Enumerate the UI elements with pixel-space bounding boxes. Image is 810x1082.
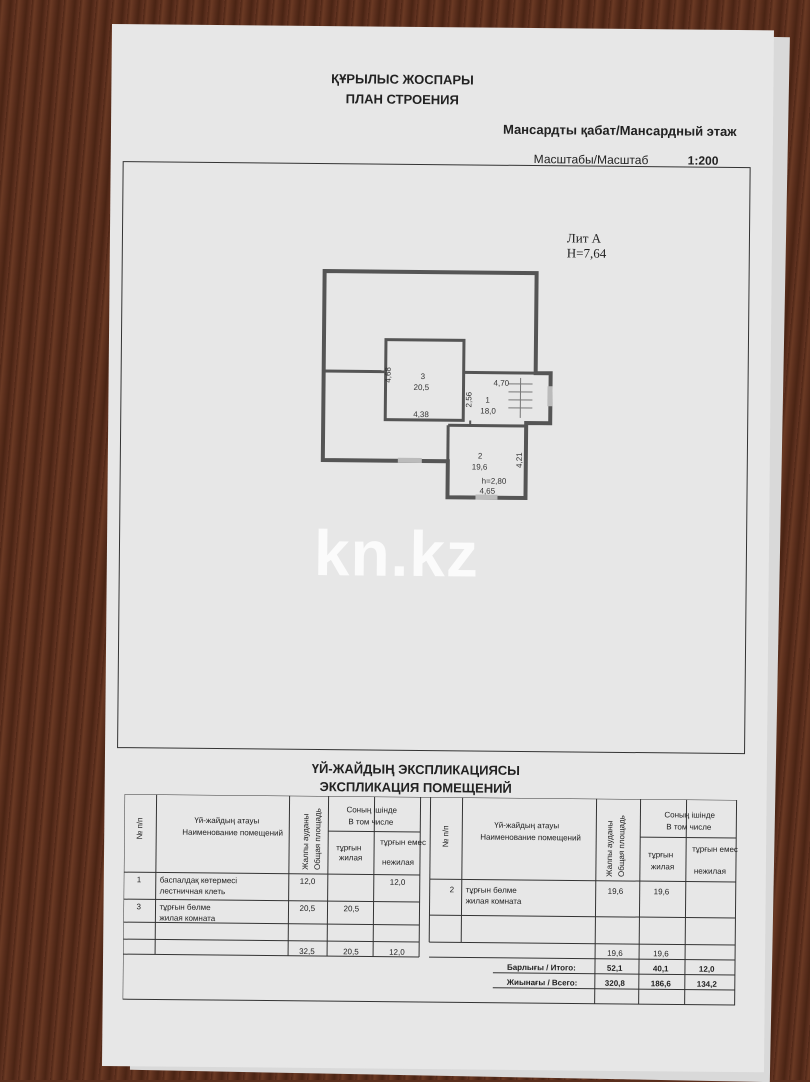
window-1 (398, 458, 422, 463)
floor-plan: 3 20,5 1 18,0 2 19,6 4,68 4,38 2,56 4,70… (307, 266, 559, 513)
floor-label: Мансардты қабат/Мансардный этаж (503, 122, 737, 139)
hdr-name-kz-right: Үй-жайдың атауы (494, 821, 559, 831)
row3-name-kz: тұрғын бөлме (159, 902, 211, 911)
hdr-no-right: № п/п (441, 825, 450, 847)
room-3-area: 20,5 (413, 383, 429, 392)
right-sum-living: 19,6 (653, 949, 669, 958)
row3-total: 20,5 (299, 904, 315, 913)
hdr-nonliving-ru-right: нежилая (694, 867, 726, 876)
left-sum-nonliving: 12,0 (389, 948, 405, 957)
hdr-living-ru-right: жилая (651, 862, 674, 871)
row1-total: 12,0 (300, 877, 316, 886)
hdr-nonliving-kz-right: тұрғын емес (692, 845, 738, 854)
room-2-height: h=2,80 (482, 477, 507, 486)
left-sum-total: 32,5 (299, 947, 315, 956)
itogo-nonliving: 12,0 (699, 965, 715, 974)
room-1-number: 1 (485, 396, 490, 405)
row1-name-kz: баспалдақ көтермесі (160, 875, 238, 885)
hdr-living-ru-left: жилая (339, 853, 362, 862)
hdr-living-kz-right: тұрғын (648, 850, 673, 859)
attic-partition (324, 371, 386, 372)
vsego-label: Жиынағы / Всего: (506, 978, 578, 988)
room-2-top-wall (448, 425, 526, 426)
row2-living: 19,6 (654, 887, 670, 896)
hdr-nonliving-kz-left: тұрғын емес (380, 838, 426, 847)
vsego-total: 320,8 (605, 979, 626, 988)
hdr-no-left: № п/п (135, 818, 144, 840)
dim-4-65: 4,65 (479, 487, 495, 496)
hdr-name-ru-right: Наименование помещений (480, 833, 581, 843)
room-3-number: 3 (421, 372, 426, 381)
hdr-incl-kz-left: Соның ішінде (346, 805, 397, 814)
left-sum-living: 20,5 (343, 947, 359, 956)
right-sum-total: 19,6 (607, 949, 623, 958)
hdr-incl-kz-right: Соның ішінде (664, 810, 715, 819)
explication-table: № п/п Үй-жайдың атауы Наименование помещ… (122, 794, 744, 1025)
room-2-area: 19,6 (472, 462, 488, 471)
itogo-total: 52,1 (607, 964, 623, 973)
itogo-living: 40,1 (653, 964, 669, 973)
hdr-nonliving-ru-left: нежилая (382, 858, 414, 867)
hdr-total-ru-left: Общая площадь (313, 808, 323, 870)
title-ru: ПЛАН СТРОЕНИЯ (71, 89, 733, 110)
row1-no: 1 (137, 875, 142, 884)
hdr-total-kz-right: Жалпы ауданы (605, 820, 615, 877)
explication-table-grid: № п/п Үй-жайдың атауы Наименование помещ… (122, 794, 744, 1020)
row3-no: 3 (136, 902, 141, 911)
hdr-total-ru-right: Общая площадь (617, 815, 627, 877)
row3-name-ru: жилая комната (159, 913, 215, 923)
itogo-label: Барлығы / Итого: (507, 963, 576, 973)
dim-4-68: 4,68 (384, 367, 393, 383)
row2-total: 19,6 (608, 887, 624, 896)
dim-4-21: 4,21 (515, 452, 524, 468)
dim-2-56: 2,56 (464, 391, 473, 407)
hdr-incl-ru-left: В том числе (348, 817, 394, 826)
hdr-living-kz-left: тұрғын (336, 843, 361, 852)
hdr-total-kz-left: Жалпы ауданы (301, 813, 311, 870)
lit-label: Лит А H=7,64 (567, 230, 607, 260)
window-3 (547, 386, 552, 406)
row2-name-kz: тұрғын бөлме (466, 885, 518, 894)
lit-height: H=7,64 (567, 245, 607, 260)
staircase (508, 378, 532, 418)
vsego-living: 186,6 (651, 979, 672, 988)
row1-nonliving: 12,0 (390, 878, 406, 887)
title-kz: ҚҰРЫЛЫС ЖОСПАРЫ (71, 69, 733, 90)
watermark: kn.kz (314, 516, 480, 592)
vsego-nonliving: 134,2 (697, 980, 718, 989)
room-2-number: 2 (478, 452, 483, 461)
lit-name: Лит А (567, 230, 607, 245)
room-1-area: 18,0 (480, 407, 496, 416)
hdr-incl-ru-right: В том числе (666, 822, 712, 831)
document-sheet: ҚҰРЫЛЫС ЖОСПАРЫ ПЛАН СТРОЕНИЯ Мансардты … (102, 24, 774, 1072)
row2-name-ru: жилая комната (466, 896, 522, 906)
hdr-name-ru-left: Наименование помещений (182, 828, 283, 838)
dim-4-38: 4,38 (413, 410, 429, 419)
row3-living: 20,5 (343, 904, 359, 913)
hdr-name-kz-left: Үй-жайдың атауы (194, 816, 259, 826)
room-1-top-wall (464, 372, 536, 373)
row1-name-ru: лестничная клеть (160, 886, 226, 896)
dim-4-70: 4,70 (494, 379, 510, 388)
row2-no: 2 (450, 885, 455, 894)
floor-plan-drawing: 3 20,5 1 18,0 2 19,6 4,68 4,38 2,56 4,70… (307, 266, 559, 508)
